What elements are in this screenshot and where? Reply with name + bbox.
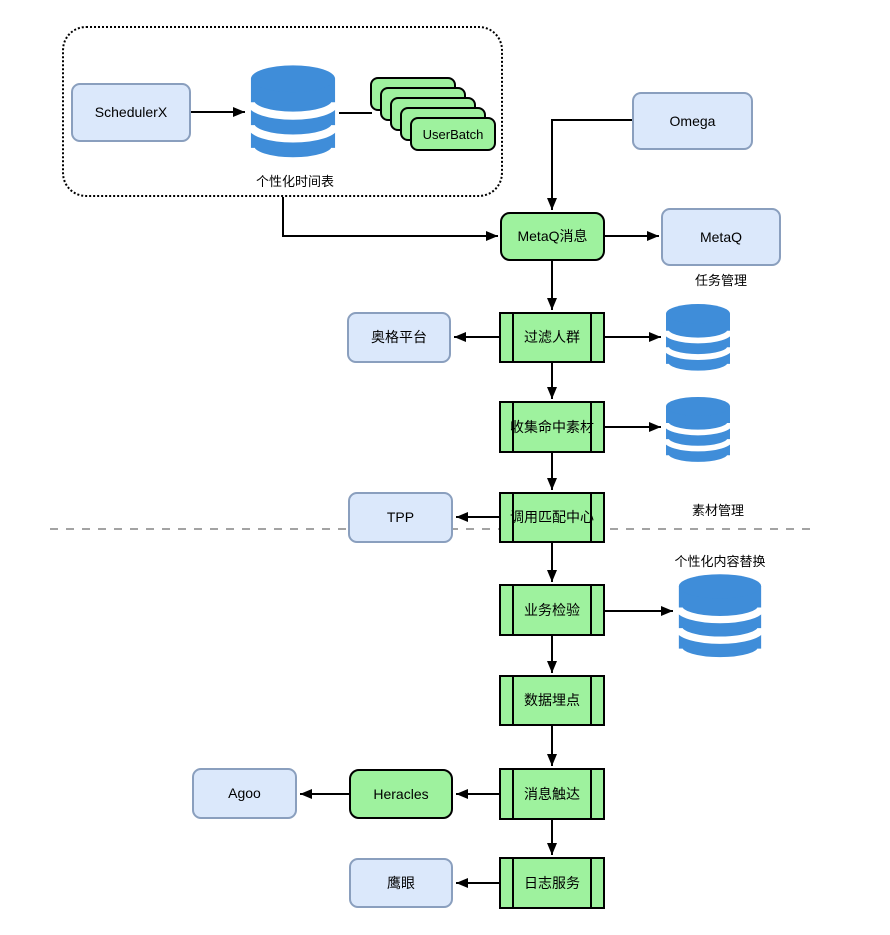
node-data-tracking-label: 数据埋点	[524, 692, 580, 709]
node-agoo-label: Agoo	[228, 785, 261, 802]
node-aoge-platform-label: 奥格平台	[371, 329, 427, 346]
node-data-tracking: 数据埋点	[499, 675, 605, 726]
database-icon	[675, 573, 765, 665]
userbatch-label: UserBatch	[422, 126, 484, 142]
node-filter-crowd: 过滤人群	[499, 312, 605, 363]
database-icon	[247, 64, 339, 166]
node-schedulerx: SchedulerX	[71, 83, 191, 142]
node-heracles-label: Heracles	[373, 785, 429, 802]
node-eagle-eye-label: 鹰眼	[387, 874, 415, 891]
node-business-check: 业务检验	[499, 584, 605, 636]
node-eagle-eye: 鹰眼	[349, 858, 453, 908]
scheduler-group-frame	[62, 26, 503, 197]
node-metaq-label: MetaQ	[699, 228, 742, 245]
node-call-match-center: 调用匹配中心	[499, 492, 605, 543]
edge-omega-metaqmsg	[547, 119, 632, 210]
node-message-reach-label: 消息触达	[524, 785, 580, 802]
node-omega-label: Omega	[669, 112, 716, 129]
node-collect-hit-materials: 收集命中素材	[499, 401, 605, 453]
node-log-service: 日志服务	[499, 857, 605, 909]
userbatch-stack: UserBatch	[370, 77, 496, 151]
edge-group-metaqmsg	[282, 197, 498, 241]
node-schedulerx-label: SchedulerX	[94, 104, 168, 121]
node-tpp-label: TPP	[386, 509, 415, 526]
node-message-reach: 消息触达	[499, 768, 605, 820]
caption-personalized-schedule: 个性化时间表	[255, 174, 334, 189]
database-icon	[663, 396, 733, 468]
caption-material-management: 素材管理	[691, 503, 744, 518]
node-collect-hit-materials-label: 收集命中素材	[510, 418, 594, 435]
node-metaq: MetaQ	[661, 208, 781, 266]
node-filter-crowd-label: 过滤人群	[524, 329, 580, 346]
node-metaq-message-label: MetaQ消息	[517, 228, 588, 245]
node-call-match-center-label: 调用匹配中心	[510, 509, 594, 526]
node-omega: Omega	[632, 92, 753, 150]
node-metaq-message: MetaQ消息	[500, 212, 605, 261]
node-tpp: TPP	[348, 492, 453, 543]
database-icon	[663, 303, 733, 377]
node-agoo: Agoo	[192, 768, 297, 819]
node-aoge-platform: 奥格平台	[347, 312, 451, 363]
caption-personalized-content-replace: 个性化内容替换	[674, 554, 766, 569]
node-log-service-label: 日志服务	[524, 874, 580, 891]
userbatch-card-front: UserBatch	[410, 117, 496, 151]
caption-task-management: 任务管理	[694, 273, 747, 288]
node-business-check-label: 业务检验	[524, 601, 580, 618]
node-heracles: Heracles	[349, 769, 453, 819]
